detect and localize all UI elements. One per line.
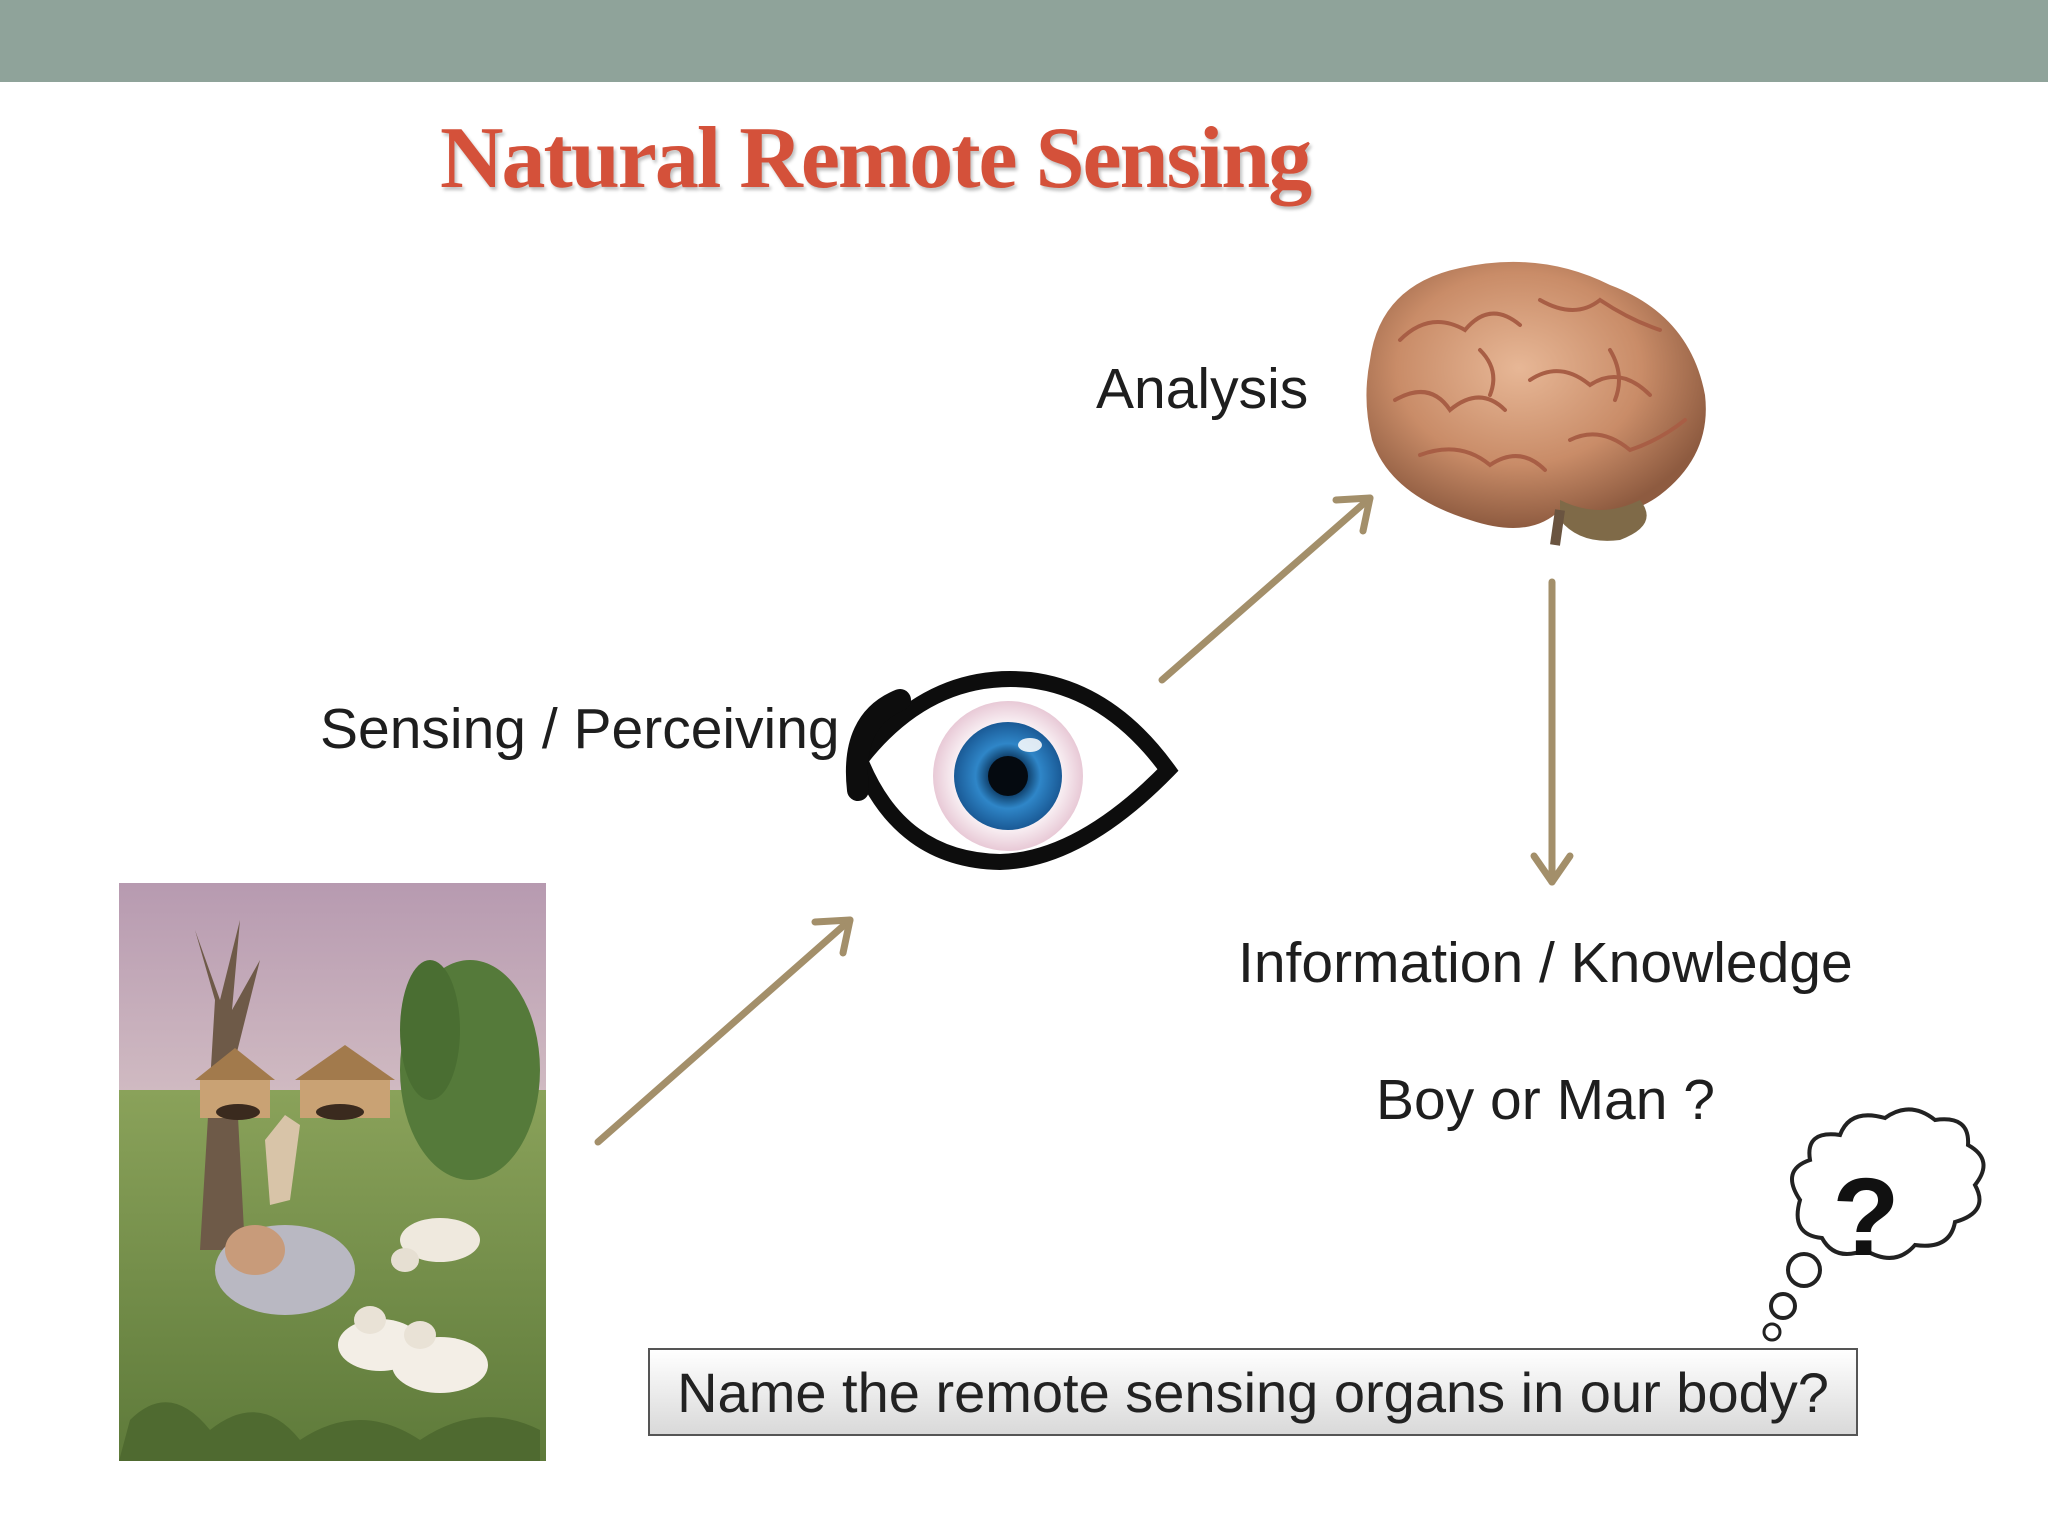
header-bar [0,0,2048,82]
analysis-label: Analysis [1096,357,1309,421]
slide-title: Natural Remote Sensing [440,110,1312,207]
brain-icon [1366,261,1706,546]
sensing-label: Sensing / Perceiving [320,697,840,761]
arrow-icon [1530,578,1574,886]
arrow-icon [1158,494,1374,684]
painting-image [119,883,546,1461]
thought-bubble-icon [1762,1107,1986,1342]
question-box: Name the remote sensing organs in our bo… [648,1348,1858,1436]
boy-or-man-label: Boy or Man ? [1376,1068,1715,1132]
information-label: Information / Knowledge [1238,931,1853,995]
question-text: Name the remote sensing organs in our bo… [677,1360,1829,1424]
thought-question-mark: ? [1832,1156,1899,1279]
eye-icon [846,671,1179,871]
arrow-icon [594,916,854,1146]
